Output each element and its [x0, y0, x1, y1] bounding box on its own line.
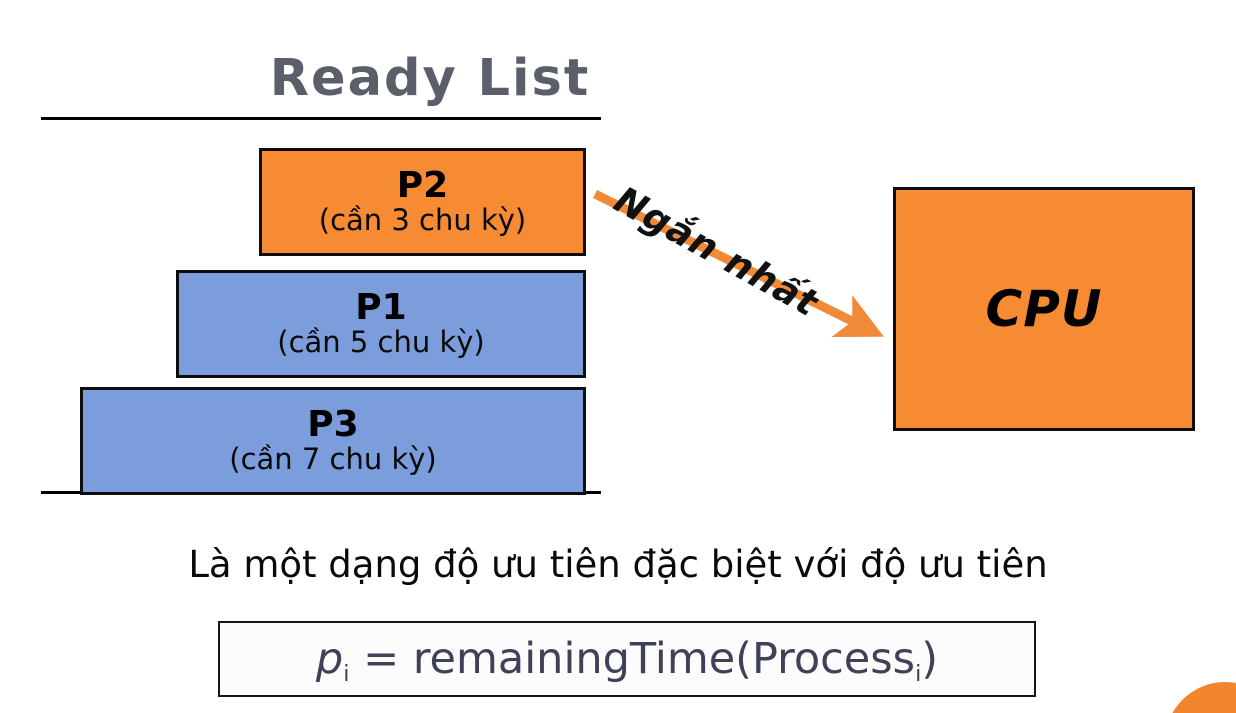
process-need-p1: (cần 5 chu kỳ)	[277, 325, 485, 360]
process-name-p1: P1	[355, 287, 407, 329]
process-need-p2: (cần 3 chu kỳ)	[318, 203, 527, 238]
formula-function: remainingTime(Process	[412, 634, 916, 684]
corner-blob-decoration	[1165, 682, 1236, 713]
page-title: Ready List	[269, 49, 591, 108]
cpu-label: CPU	[985, 280, 1103, 338]
arrow-label-shortest: Ngắn nhất	[607, 178, 826, 326]
process-box-p3[interactable]: P3 (cần 7 chu kỳ)	[80, 387, 586, 495]
formula-equals: =	[349, 634, 413, 684]
caption-text: Là một dạng độ ưu tiên đặc biệt với độ ư…	[188, 543, 1048, 586]
formula-close-paren: )	[921, 634, 939, 684]
process-name-p2: P2	[396, 165, 449, 207]
formula-text: pi = remainingTime(Processi)	[315, 634, 939, 687]
process-need-p3: (cần 7 chu kỳ)	[229, 442, 437, 477]
process-name-p3: P3	[307, 404, 359, 446]
formula-variable-subscript: i	[343, 660, 350, 687]
formula-box: pi = remainingTime(Processi)	[218, 621, 1036, 697]
formula-variable: p	[315, 634, 344, 684]
formula-argument-subscript: i	[915, 660, 922, 687]
process-box-p2[interactable]: P2 (cần 3 chu kỳ)	[259, 148, 586, 256]
ready-list-top-rule	[41, 117, 601, 120]
process-box-p1[interactable]: P1 (cần 5 chu kỳ)	[176, 270, 586, 378]
cpu-box[interactable]: CPU	[893, 187, 1195, 431]
